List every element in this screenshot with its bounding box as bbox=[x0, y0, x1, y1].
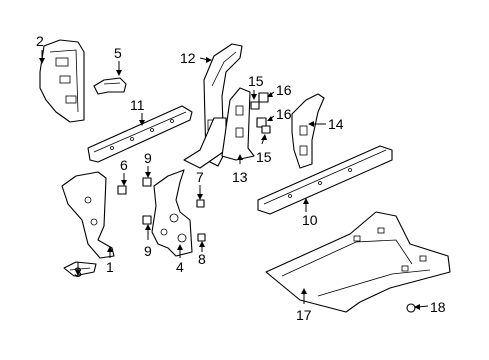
callout-4: 4 bbox=[176, 259, 184, 275]
callout-16-upper: 16 bbox=[276, 82, 292, 98]
part-18-fastener bbox=[406, 303, 416, 313]
callout-9-lower: 9 bbox=[144, 243, 152, 259]
callout-6: 6 bbox=[120, 157, 128, 173]
callout-17: 17 bbox=[296, 307, 312, 323]
part-5-bracket bbox=[93, 77, 127, 95]
part-14-b-pillar bbox=[291, 93, 325, 169]
callout-14: 14 bbox=[328, 116, 344, 132]
part-6-clip bbox=[117, 185, 127, 195]
callout-12: 12 bbox=[180, 50, 196, 66]
part-16-clip-upper bbox=[258, 92, 269, 103]
leader-lines bbox=[39, 50, 429, 310]
part-9-clip-upper bbox=[142, 177, 152, 187]
part-1-hinge-pillar-lower bbox=[61, 171, 115, 259]
callout-10: 10 bbox=[302, 212, 318, 228]
callout-15-lower: 15 bbox=[256, 149, 272, 165]
part-4-reinforcement bbox=[151, 169, 193, 257]
callout-1: 1 bbox=[106, 259, 114, 275]
callout-18: 18 bbox=[430, 299, 446, 315]
part-9-clip-lower bbox=[142, 215, 152, 225]
callout-2: 2 bbox=[36, 33, 44, 49]
callout-3: 3 bbox=[74, 264, 82, 280]
part-13-b-pillar-lower bbox=[221, 87, 255, 161]
callout-11: 11 bbox=[130, 97, 145, 113]
callout-numbers: 2 5 11 12 15 16 16 15 14 13 6 9 7 10 9 8… bbox=[36, 33, 446, 323]
part-15-clip-upper bbox=[250, 101, 260, 110]
part-17-floor-pan bbox=[265, 211, 451, 313]
callout-7: 7 bbox=[196, 169, 204, 185]
part-11-inner-rocker bbox=[87, 105, 193, 163]
callout-16-lower: 16 bbox=[276, 106, 292, 122]
part-2-hinge-pillar-upper bbox=[39, 39, 85, 123]
callout-15-upper: 15 bbox=[248, 73, 264, 89]
part-15-clip-lower bbox=[261, 125, 271, 134]
part-8-clip bbox=[197, 233, 206, 242]
part-10-outer-rocker bbox=[257, 145, 393, 215]
callout-9-upper: 9 bbox=[144, 150, 152, 166]
callout-13: 13 bbox=[232, 169, 248, 185]
part-13-panel bbox=[183, 117, 227, 169]
part-3-bracket bbox=[63, 261, 97, 277]
part-7-clip bbox=[196, 199, 205, 208]
callout-5: 5 bbox=[114, 45, 122, 61]
callout-8: 8 bbox=[198, 251, 206, 267]
